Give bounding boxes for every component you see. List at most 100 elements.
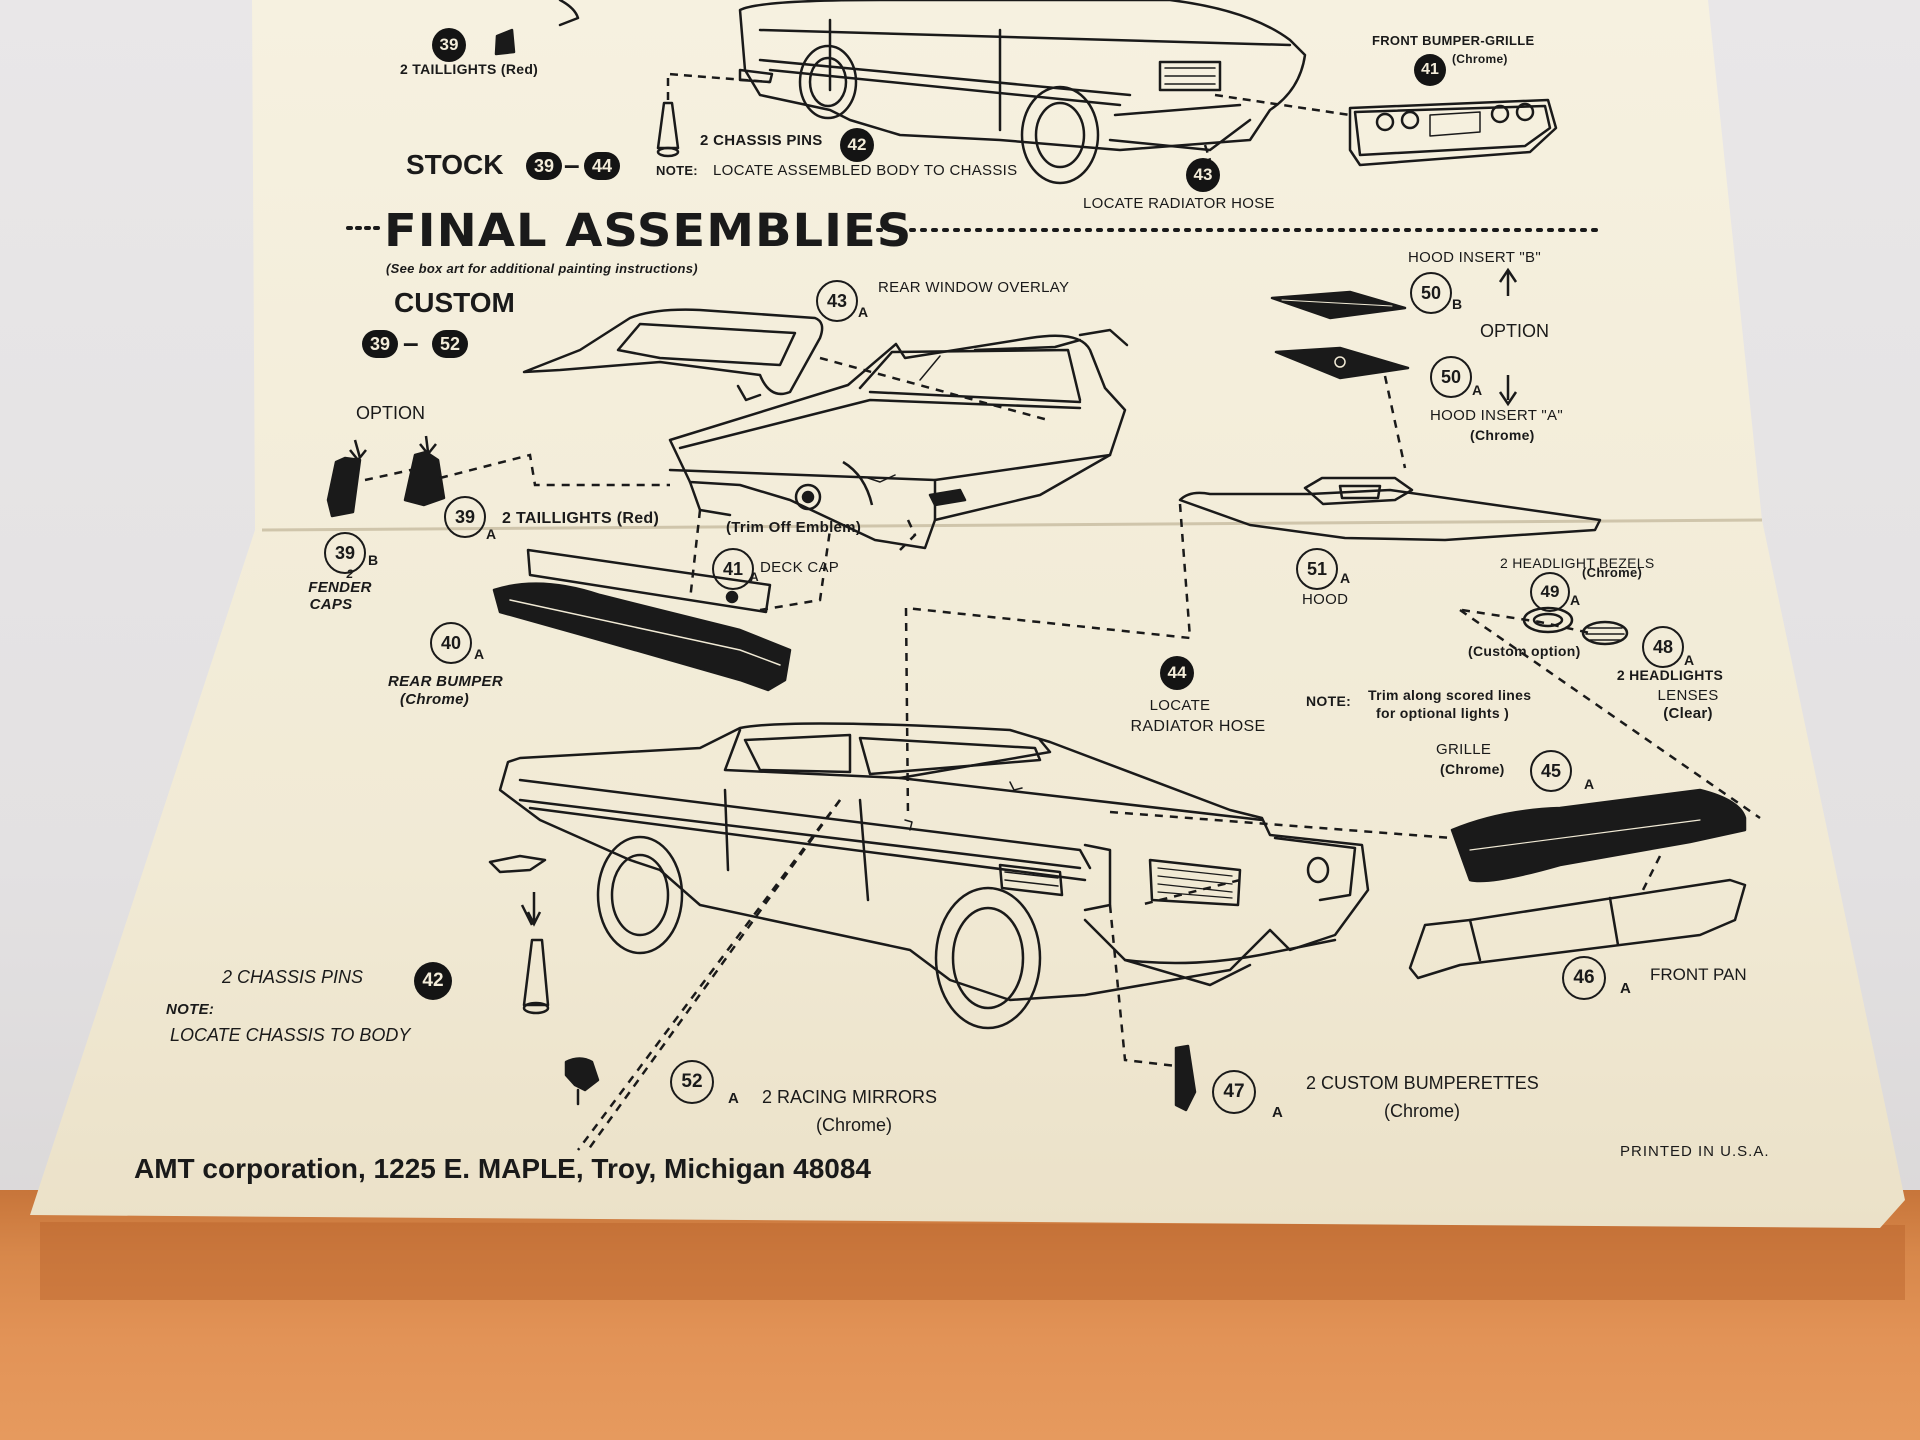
final-assemblies-title: FINAL ASSEMBLIES bbox=[384, 204, 913, 258]
custom-range-dash: – bbox=[403, 327, 419, 358]
bumperette-illustration bbox=[1174, 1044, 1197, 1112]
front-pan-badge: 46 bbox=[1562, 956, 1606, 1000]
deck-cap-label: DECK CAP bbox=[760, 559, 840, 576]
headlight-note-line1: Trim along scored lines bbox=[1368, 687, 1532, 703]
grille-sub: A bbox=[1584, 776, 1595, 792]
custom-range-start: 39 bbox=[362, 330, 398, 358]
headlight-lenses-line1: 2 HEADLIGHTS bbox=[1616, 667, 1724, 683]
final-assemblies-subtitle: (See box art for additional painting ins… bbox=[386, 261, 698, 276]
rear-bumper-illustration bbox=[492, 582, 792, 692]
racing-mirrors-badge: 52 bbox=[670, 1060, 714, 1104]
rear-window-badge: 43 bbox=[816, 280, 858, 322]
stock-range-dash: – bbox=[564, 149, 580, 180]
stock-chassis-pins-badge: 42 bbox=[840, 128, 874, 162]
front-bumper-grille-badge: 41 bbox=[1414, 54, 1446, 86]
taillights-sub: A bbox=[486, 526, 497, 542]
racing-mirror-illustration bbox=[564, 1057, 600, 1106]
headlight-lenses-line2: LENSES bbox=[1657, 687, 1719, 704]
taillights-badge: 39 bbox=[444, 496, 486, 538]
stock-radiator-label: LOCATE RADIATOR HOSE bbox=[1083, 195, 1275, 212]
stock-car-illustration bbox=[738, 0, 1307, 185]
hood-insert-a-sub: A bbox=[1472, 382, 1483, 398]
racing-mirrors-label: 2 RACING MIRRORS bbox=[762, 1087, 938, 1107]
hood-insert-b-badge: 50 bbox=[1410, 272, 1452, 314]
chassis-pins-badge: 42 bbox=[414, 962, 452, 1000]
fender-caps-line3: CAPS bbox=[309, 596, 353, 613]
hood-insert-a-badge: 50 bbox=[1430, 356, 1472, 398]
stock-taillights-label: 2 TAILLIGHTS (Red) bbox=[400, 61, 539, 77]
hood-insert-a-label: HOOD INSERT "A" bbox=[1430, 407, 1563, 424]
chassis-pins-label: 2 CHASSIS PINS bbox=[222, 967, 364, 987]
chassis-note-prefix: NOTE: bbox=[166, 1001, 215, 1018]
grille-material: (Chrome) bbox=[1440, 761, 1505, 777]
headlight-lenses-sub: A bbox=[1684, 652, 1695, 668]
headlight-bezels-label: 2 HEADLIGHT BEZELS bbox=[1500, 555, 1655, 571]
fender-caps-line1: 2 bbox=[346, 567, 354, 581]
hood-insert-b-illustration bbox=[1270, 290, 1407, 320]
racing-mirrors-material: (Chrome) bbox=[816, 1115, 893, 1135]
fender-caps-badge: 39 bbox=[324, 532, 366, 574]
hood-insert-a-illustration bbox=[1274, 346, 1410, 380]
radiator-hose-line2: RADIATOR HOSE bbox=[1130, 718, 1266, 735]
custom-range-end: 52 bbox=[432, 330, 468, 358]
headlight-lenses-badge: 48 bbox=[1642, 626, 1684, 668]
rear-window-label: REAR WINDOW OVERLAY bbox=[878, 279, 1070, 296]
trim-emblem-label: (Trim Off Emblem) bbox=[726, 519, 862, 536]
headlight-note-line2: for optional lights ) bbox=[1376, 705, 1510, 721]
rear-window-sub: A bbox=[858, 304, 869, 320]
rear-window-overlay-illustration bbox=[522, 308, 824, 402]
hood-insert-a-material: (Chrome) bbox=[1470, 427, 1535, 443]
grille-illustration bbox=[1450, 788, 1747, 883]
stock-radiator-badge: 43 bbox=[1186, 158, 1220, 192]
grille-label: GRILLE bbox=[1436, 741, 1492, 758]
custom-section-label: CUSTOM bbox=[394, 287, 515, 318]
rear-body-illustration bbox=[668, 328, 1129, 550]
deck-cap-sub: A bbox=[750, 570, 759, 584]
stock-taillight-illustration bbox=[494, 28, 516, 56]
stock-chassis-pin-illustration bbox=[656, 101, 680, 158]
stock-note-prefix: NOTE: bbox=[656, 163, 698, 178]
bumperettes-label: 2 CUSTOM BUMPERETTES bbox=[1306, 1073, 1539, 1093]
taillights-label: 2 TAILLIGHTS (Red) bbox=[502, 510, 660, 527]
headlight-lenses-line3: (Clear) bbox=[1663, 705, 1713, 722]
chassis-note-text: LOCATE CHASSIS TO BODY bbox=[170, 1025, 411, 1045]
stock-range-start: 39 bbox=[526, 152, 562, 180]
headlight-bezels-material: (Chrome) bbox=[1582, 565, 1643, 580]
front-pan-sub: A bbox=[1620, 980, 1631, 997]
racing-mirrors-sub: A bbox=[728, 1090, 739, 1107]
radiator-hose-badge: 44 bbox=[1160, 656, 1194, 690]
front-bumper-grille-illustration bbox=[1348, 98, 1558, 167]
grille-badge: 45 bbox=[1530, 750, 1572, 792]
option-right-label: OPTION bbox=[1480, 321, 1550, 341]
stock-chassis-pins-label: 2 CHASSIS PINS bbox=[700, 132, 823, 149]
rear-bumper-badge: 40 bbox=[430, 622, 472, 664]
fender-caps-sub: B bbox=[368, 552, 379, 568]
hood-illustration bbox=[1178, 476, 1602, 542]
hood-insert-b-label: HOOD INSERT "B" bbox=[1408, 249, 1541, 266]
front-bumper-grille-material: (Chrome) bbox=[1452, 52, 1508, 66]
footer-printed: PRINTED IN U.S.A. bbox=[1620, 1143, 1770, 1160]
hood-insert-b-sub: B bbox=[1452, 296, 1463, 312]
bumperettes-material: (Chrome) bbox=[1384, 1101, 1461, 1121]
custom-option-label: (Custom option) bbox=[1468, 643, 1581, 659]
headlight-bezels-badge: 49 bbox=[1530, 572, 1570, 612]
headlight-lens-illustration bbox=[1581, 620, 1629, 646]
stock-section-label: STOCK bbox=[406, 149, 504, 180]
front-pan-label: FRONT PAN bbox=[1650, 965, 1747, 984]
chassis-pin-illustration bbox=[522, 938, 550, 1015]
table-surface bbox=[0, 1190, 1920, 1440]
stock-range-end: 44 bbox=[584, 152, 620, 180]
stock-note-text: LOCATE ASSEMBLED BODY TO CHASSIS bbox=[713, 162, 1018, 179]
fender-caps-line2: FENDER bbox=[308, 579, 372, 596]
headlight-bezels-sub: A bbox=[1570, 592, 1581, 608]
hood-sub: A bbox=[1340, 570, 1351, 586]
hood-badge: 51 bbox=[1296, 548, 1338, 590]
main-car-illustration bbox=[488, 722, 1370, 1030]
rear-bumper-material: (Chrome) bbox=[400, 691, 470, 708]
bumperettes-badge: 47 bbox=[1212, 1070, 1256, 1114]
front-bumper-grille-label: FRONT BUMPER-GRILLE bbox=[1372, 33, 1535, 48]
rear-bumper-label: REAR BUMPER bbox=[388, 673, 503, 690]
front-pan-illustration bbox=[1408, 878, 1747, 980]
option-left-label: OPTION bbox=[356, 403, 426, 423]
rear-bumper-sub: A bbox=[474, 646, 485, 662]
